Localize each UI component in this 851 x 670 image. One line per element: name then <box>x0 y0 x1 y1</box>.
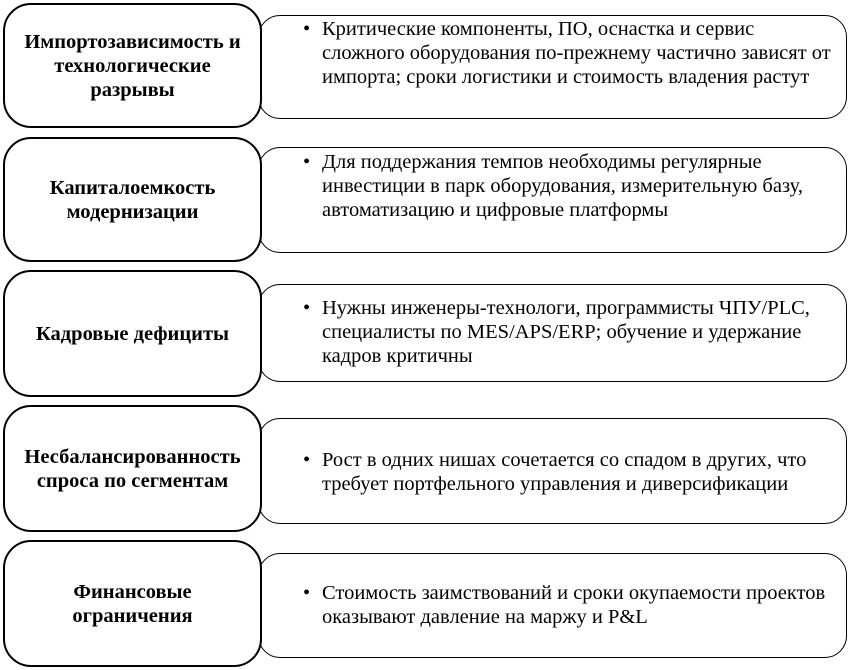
challenge-description-item: • Стоимость заимствований и сроки окупае… <box>259 581 846 629</box>
challenge-description-text: Стоимость заимствований и сроки окупаемо… <box>322 582 826 628</box>
challenge-description-list: • Для поддержания темпов необходимы регу… <box>259 150 846 222</box>
bullet-icon: • <box>303 449 311 471</box>
challenge-description-item: • Критические компоненты, ПО, оснастка и… <box>259 17 846 89</box>
bullet-icon: • <box>303 18 311 40</box>
challenge-label-box: Несбалансированность спроса по сегментам <box>3 405 262 532</box>
challenge-label: Кадровые дефициты <box>35 322 230 345</box>
challenge-description-box: • Критические компоненты, ПО, оснастка и… <box>258 15 847 119</box>
challenge-description-box: • Стоимость заимствований и сроки окупае… <box>258 553 847 658</box>
challenge-label-box: Капиталоемкость модернизации <box>3 137 262 262</box>
challenge-description-text: Нужны инженеры-технологи, программисты Ч… <box>322 297 810 367</box>
challenge-description-list: • Критические компоненты, ПО, оснастка и… <box>259 17 846 89</box>
bullet-icon: • <box>303 582 311 604</box>
challenge-description-item: • Рост в одних нишах сочетается со спадо… <box>259 448 846 496</box>
bullet-icon: • <box>303 151 311 173</box>
challenge-description-box: • Рост в одних нишах сочетается со спадо… <box>258 418 847 524</box>
challenge-description-box: • Для поддержания темпов необходимы регу… <box>258 147 847 253</box>
challenge-label-box: Финансовые ограничения <box>3 540 262 667</box>
challenge-description-text: Для поддержания темпов необходимы регуля… <box>322 151 803 221</box>
bullet-icon: • <box>303 297 311 319</box>
challenge-description-list: • Рост в одних нишах сочетается со спадо… <box>259 448 846 496</box>
challenge-label: Импортозависимость и технологические раз… <box>24 30 241 101</box>
challenge-description-box: • Нужны инженеры-технологи, программисты… <box>258 284 847 382</box>
challenge-label-box: Кадровые дефициты <box>3 270 262 397</box>
challenge-description-text: Рост в одних нишах сочетается со спадом … <box>322 449 807 495</box>
challenge-description-item: • Для поддержания темпов необходимы регу… <box>259 150 846 222</box>
challenge-description-item: • Нужны инженеры-технологи, программисты… <box>259 296 846 368</box>
challenge-description-list: • Нужны инженеры-технологи, программисты… <box>259 296 846 368</box>
challenge-label-box: Импортозависимость и технологические раз… <box>3 3 262 128</box>
challenge-description-text: Критические компоненты, ПО, оснастка и с… <box>322 18 831 88</box>
challenge-label: Капиталоемкость модернизации <box>49 176 216 223</box>
challenge-description-list: • Стоимость заимствований и сроки окупае… <box>259 581 846 629</box>
challenge-label: Несбалансированность спроса по сегментам <box>24 445 241 492</box>
challenge-label: Финансовые ограничения <box>72 580 193 627</box>
